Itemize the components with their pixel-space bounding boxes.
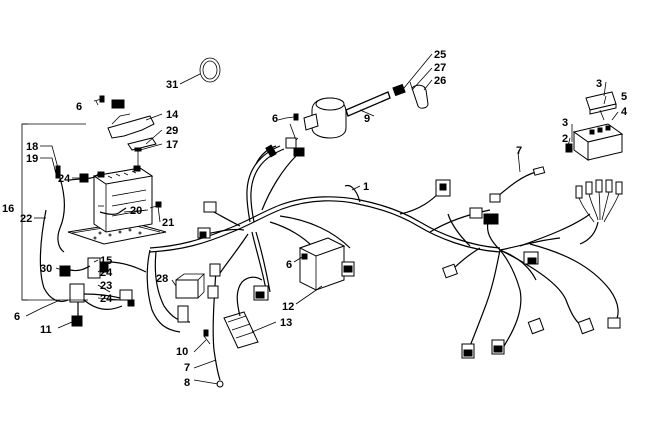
callout-14: 14 <box>166 109 179 121</box>
callout-22: 22 <box>20 213 32 225</box>
callout-labels: 1 2 3 3 4 5 6 6 6 6 7 7 8 9 10 11 12 13 … <box>2 49 628 389</box>
wire-loop-31 <box>199 57 221 83</box>
callout-6: 6 <box>272 113 278 125</box>
ground-wire-assembly <box>203 263 224 388</box>
callout-19: 19 <box>26 153 38 165</box>
callout-31: 31 <box>166 79 178 91</box>
callout-16-bracket <box>21 123 88 301</box>
callout-6: 6 <box>286 259 292 271</box>
callout-1: 1 <box>363 181 369 193</box>
callout-28: 28 <box>156 273 168 285</box>
callout-17: 17 <box>166 139 178 151</box>
leader-lines <box>25 53 619 385</box>
callout-16: 16 <box>2 203 14 215</box>
callout-18: 18 <box>26 141 38 153</box>
callout-30: 30 <box>40 263 52 275</box>
callout-10: 10 <box>176 346 188 358</box>
callout-5: 5 <box>621 91 627 103</box>
left-harness-connectors <box>197 144 277 239</box>
callout-24: 24 <box>100 267 113 279</box>
ignition-coil-assembly <box>285 81 429 157</box>
callout-9: 9 <box>364 113 370 125</box>
callout-24: 24 <box>100 293 113 305</box>
battery-assembly <box>39 95 191 333</box>
relay-28 <box>175 273 205 299</box>
rectifier-module <box>223 276 269 349</box>
callout-20: 20 <box>130 205 142 217</box>
callout-6: 6 <box>76 101 82 113</box>
callout-11: 11 <box>40 324 52 336</box>
callout-13: 13 <box>280 317 292 329</box>
callout-23: 23 <box>100 280 112 292</box>
callout-21: 21 <box>162 217 174 229</box>
callout-3: 3 <box>562 117 568 129</box>
terminal-fan-connectors <box>575 179 623 245</box>
callout-2: 2 <box>562 133 568 145</box>
cdi-module <box>298 237 355 291</box>
callout-24: 24 <box>58 173 71 185</box>
callout-6: 6 <box>14 311 20 323</box>
callout-25: 25 <box>434 49 446 61</box>
main-wiring-harness <box>149 145 619 347</box>
callout-12: 12 <box>282 301 294 313</box>
callout-27: 27 <box>434 62 446 74</box>
callout-4: 4 <box>621 106 628 118</box>
center-right-connectors <box>435 179 621 359</box>
callout-7: 7 <box>184 362 190 374</box>
callout-15: 15 <box>100 255 112 267</box>
callout-8: 8 <box>184 377 190 389</box>
callout-3: 3 <box>596 78 602 90</box>
callout-26: 26 <box>434 75 446 87</box>
fuse-block-assembly <box>565 91 624 161</box>
sensor-wire-7 <box>489 166 546 203</box>
callout-29: 29 <box>166 125 178 137</box>
callout-7: 7 <box>516 145 522 157</box>
